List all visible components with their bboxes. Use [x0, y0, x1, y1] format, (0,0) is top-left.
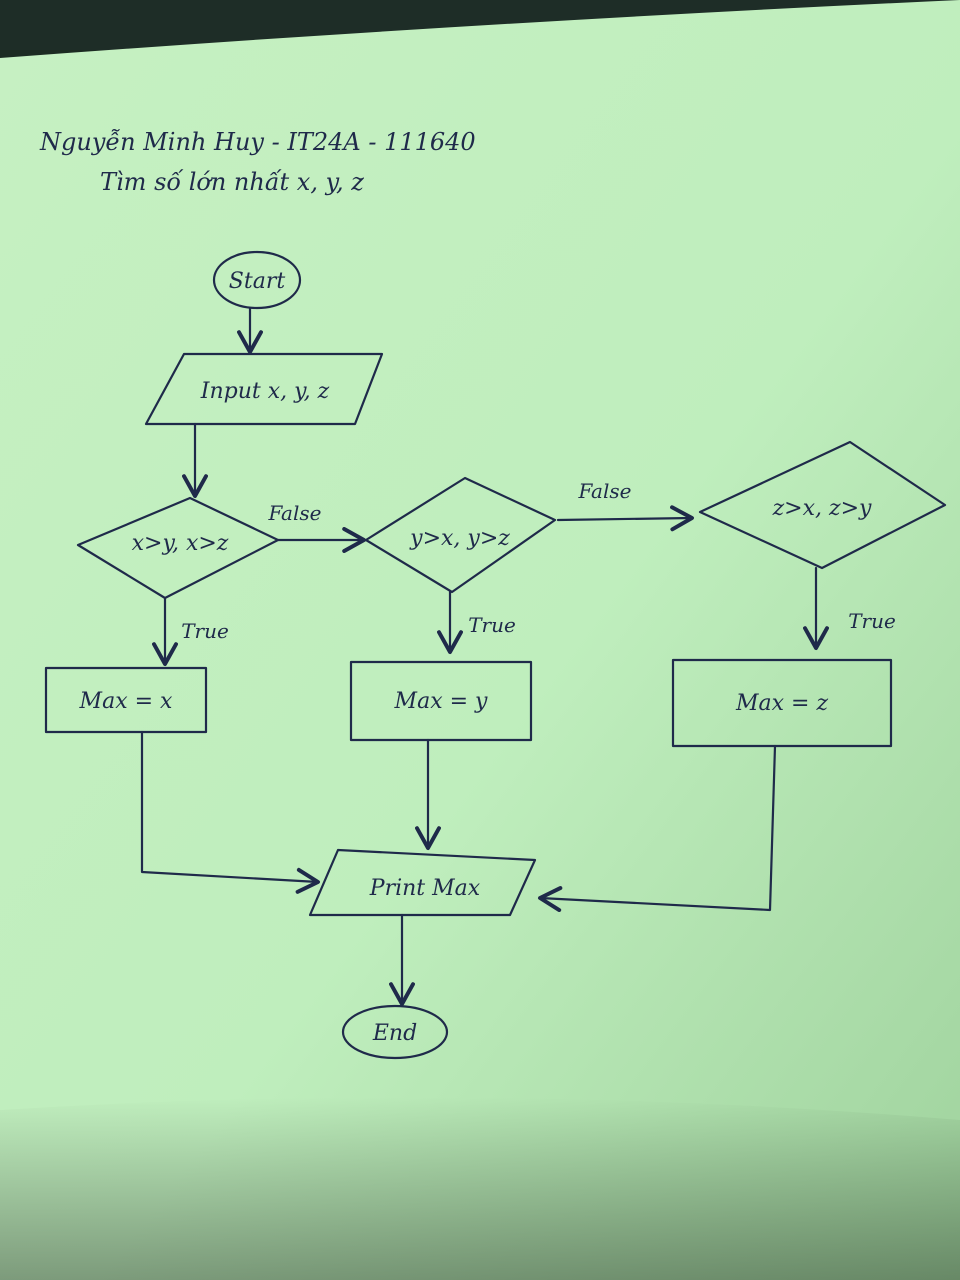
max-x-label: Max = x — [79, 689, 173, 714]
true-3-label: True — [848, 609, 896, 633]
arrow-maxx-print — [140, 730, 320, 894]
end-label: End — [372, 1021, 417, 1046]
start-label: Start — [229, 269, 286, 294]
task-line: Tìm số lớn nhất x, y, z — [100, 168, 364, 196]
print-parallelogram — [308, 848, 537, 917]
max-z-label: Max = z — [735, 691, 828, 716]
author-line: Nguyễn Minh Huy - IT24A - 111640 — [39, 128, 476, 156]
start-terminator — [212, 250, 302, 310]
decision-2-diamond — [364, 476, 557, 594]
arrow-maxz-print — [538, 744, 777, 912]
decision-3-label: z>x, z>y — [772, 496, 872, 521]
true-1-label: True — [181, 619, 229, 643]
max-y-box — [349, 660, 533, 742]
paper-shadow — [0, 1097, 960, 1280]
max-z-box — [671, 658, 893, 748]
decision-3-diamond — [698, 440, 947, 570]
arrow-false-2 — [556, 505, 694, 532]
input-parallelogram — [144, 352, 384, 426]
decision-2-label: y>x, y>z — [409, 526, 510, 551]
decision-1-label: x>y, x>z — [132, 531, 229, 556]
input-label: Input x, y, z — [200, 379, 330, 404]
end-terminator — [341, 1004, 449, 1060]
false-1-label: False — [268, 501, 322, 525]
max-y-label: Max = y — [394, 689, 488, 714]
max-x-box — [44, 666, 208, 734]
false-2-label: False — [578, 479, 632, 503]
true-2-label: True — [468, 613, 516, 637]
print-label: Print Max — [369, 876, 481, 901]
